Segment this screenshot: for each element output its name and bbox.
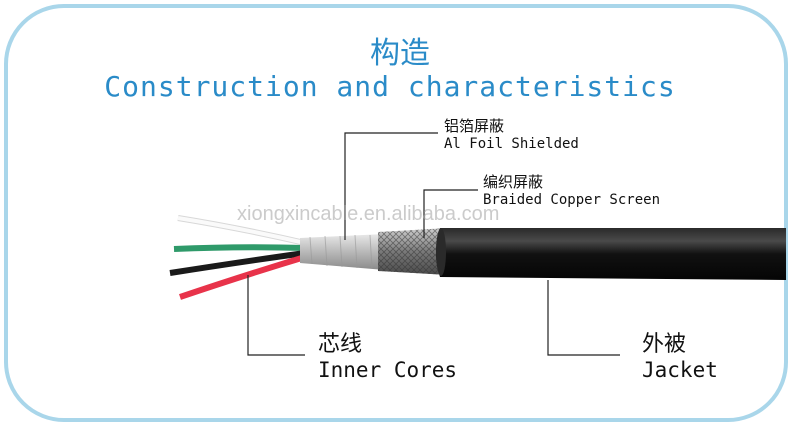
label-braid-en: Braided Copper Screen — [483, 192, 661, 208]
label-jacket-en: Jacket — [642, 358, 718, 382]
title-chinese: 构造 — [370, 36, 430, 71]
label-foil: 铝箔屏蔽 Al Foil Shielded — [444, 117, 579, 153]
wire-green — [173, 244, 306, 252]
watermark: xiongxincable.en.alibaba.com — [237, 203, 500, 225]
leader-braid — [423, 189, 478, 238]
leader-jacket — [547, 280, 620, 356]
label-foil-en: Al Foil Shielded — [444, 136, 579, 152]
title-english: Construction and characteristics — [104, 70, 676, 103]
jacket — [436, 228, 786, 280]
label-cores: 芯线 Inner Cores — [318, 332, 457, 382]
rounded-frame — [4, 4, 788, 422]
label-braid-cn: 编织屏蔽 — [483, 173, 544, 191]
label-braid: 编织屏蔽 Braided Copper Screen — [483, 173, 660, 209]
label-cores-en: Inner Cores — [318, 358, 458, 382]
label-foil-cn: 铝箔屏蔽 — [444, 117, 505, 135]
label-cores-cn: 芯线 — [318, 332, 363, 357]
wire-red — [179, 254, 306, 300]
leader-cores — [247, 275, 305, 356]
foil-shield — [300, 234, 385, 270]
label-jacket: 外被 Jacket — [642, 332, 718, 382]
leader-foil — [344, 132, 438, 240]
label-jacket-cn: 外被 — [642, 332, 687, 357]
wire-black — [169, 250, 306, 276]
